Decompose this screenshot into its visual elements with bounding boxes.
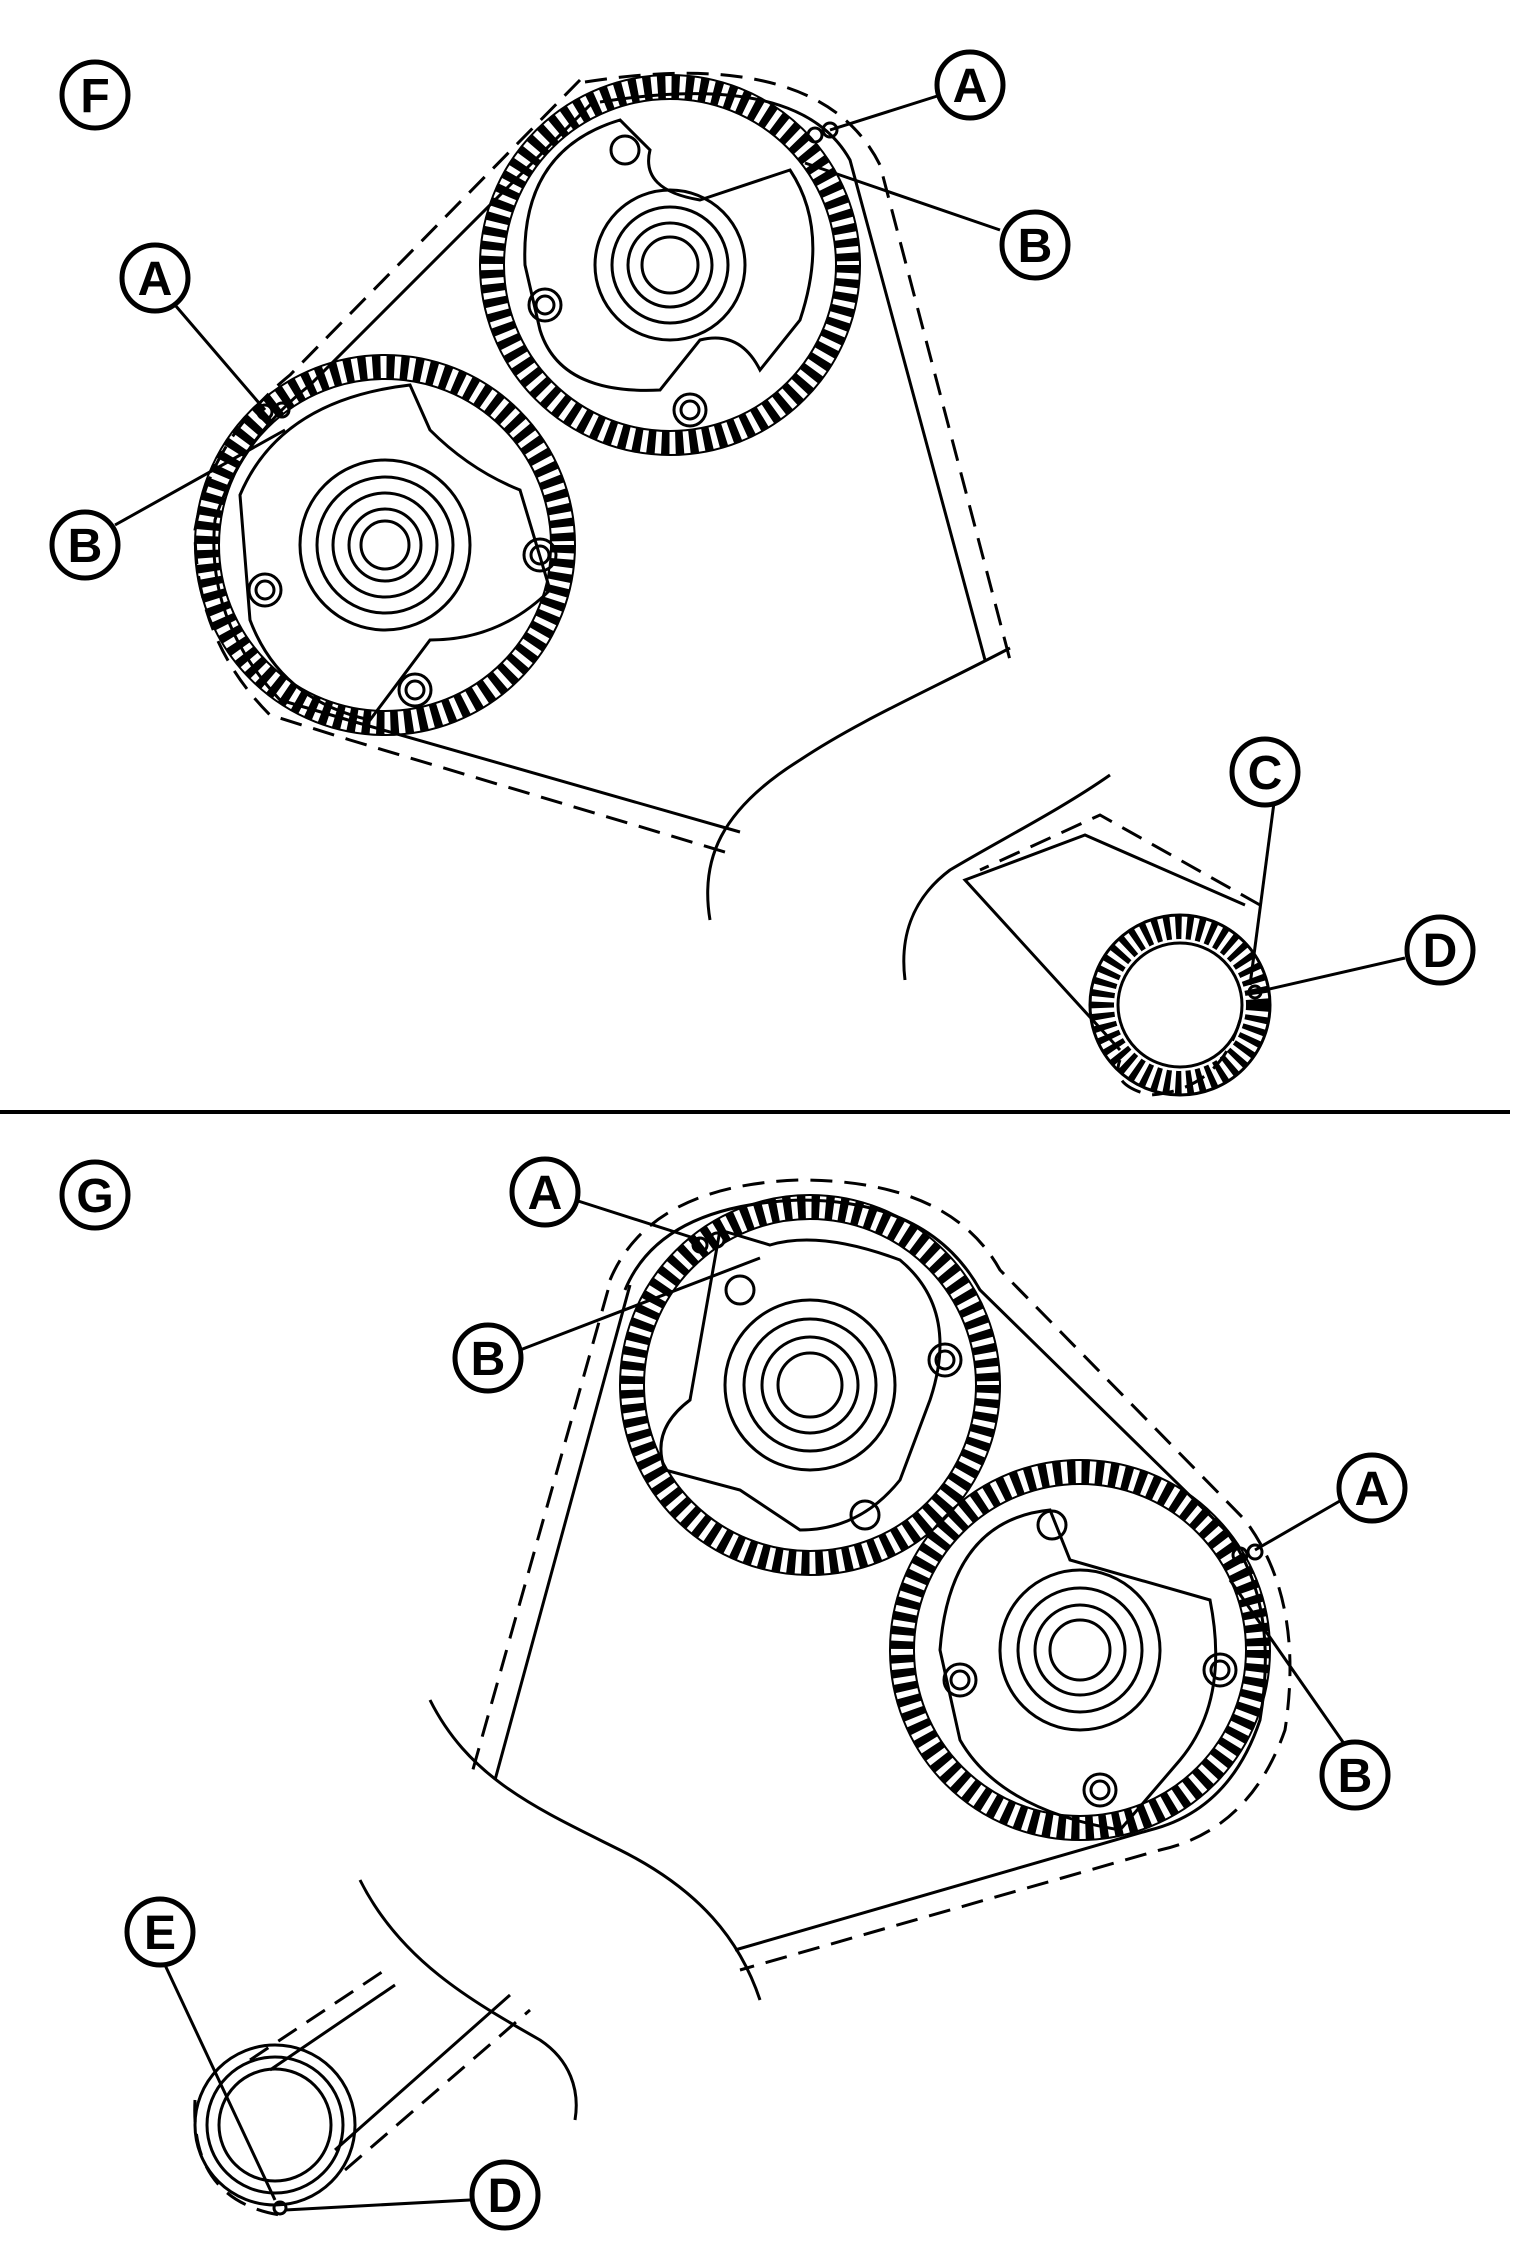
- lower-camshaft-sprocket-g: [889, 1459, 1271, 1841]
- label-a-right-g: A: [1336, 1452, 1408, 1524]
- svg-text:B: B: [1018, 220, 1053, 273]
- svg-text:B: B: [1338, 1750, 1373, 1803]
- label-a-left-f: A: [119, 242, 191, 314]
- svg-text:D: D: [1423, 925, 1458, 978]
- timing-belt-g: [468, 1178, 1292, 1972]
- crankshaft-area-f: [902, 773, 1272, 1097]
- engine-outline-f: [706, 646, 1011, 921]
- label-b-left-f: B: [49, 509, 121, 581]
- label-c-f: C: [1229, 736, 1301, 808]
- engine-outline-g: [428, 1699, 762, 2001]
- label-d-f: D: [1404, 914, 1476, 986]
- callouts-g: [163, 1198, 1347, 2212]
- panel-g: G: [59, 1156, 1408, 2231]
- label-e-g: E: [124, 1896, 196, 1968]
- lower-camshaft-sprocket-f: [194, 354, 576, 736]
- upper-camshaft-sprocket-f: [479, 74, 861, 456]
- label-b-top-g: B: [452, 1322, 524, 1394]
- panel-label-g: G: [59, 1159, 131, 1231]
- svg-text:D: D: [488, 2170, 523, 2223]
- panel-f: F: [49, 49, 1476, 1097]
- label-b-top-f: B: [999, 209, 1071, 281]
- label-a-top-f: A: [934, 49, 1006, 121]
- svg-text:A: A: [1355, 1463, 1390, 1516]
- label-b-right-g: B: [1319, 1739, 1391, 1811]
- svg-text:A: A: [138, 253, 173, 306]
- crankshaft-area-g: [193, 1879, 578, 2217]
- callouts-f: [114, 90, 1406, 992]
- svg-text:C: C: [1248, 747, 1283, 800]
- svg-text:B: B: [471, 1333, 506, 1386]
- panel-label-f: F: [59, 59, 131, 131]
- svg-text:A: A: [528, 1167, 563, 1220]
- label-a-top-g: A: [509, 1156, 581, 1228]
- svg-text:E: E: [144, 1907, 176, 1960]
- svg-text:G: G: [76, 1170, 113, 1223]
- svg-text:F: F: [80, 70, 109, 123]
- svg-text:A: A: [953, 60, 988, 113]
- upper-camshaft-sprocket-g: [619, 1194, 1001, 1576]
- svg-text:B: B: [68, 520, 103, 573]
- label-d-g: D: [469, 2159, 541, 2231]
